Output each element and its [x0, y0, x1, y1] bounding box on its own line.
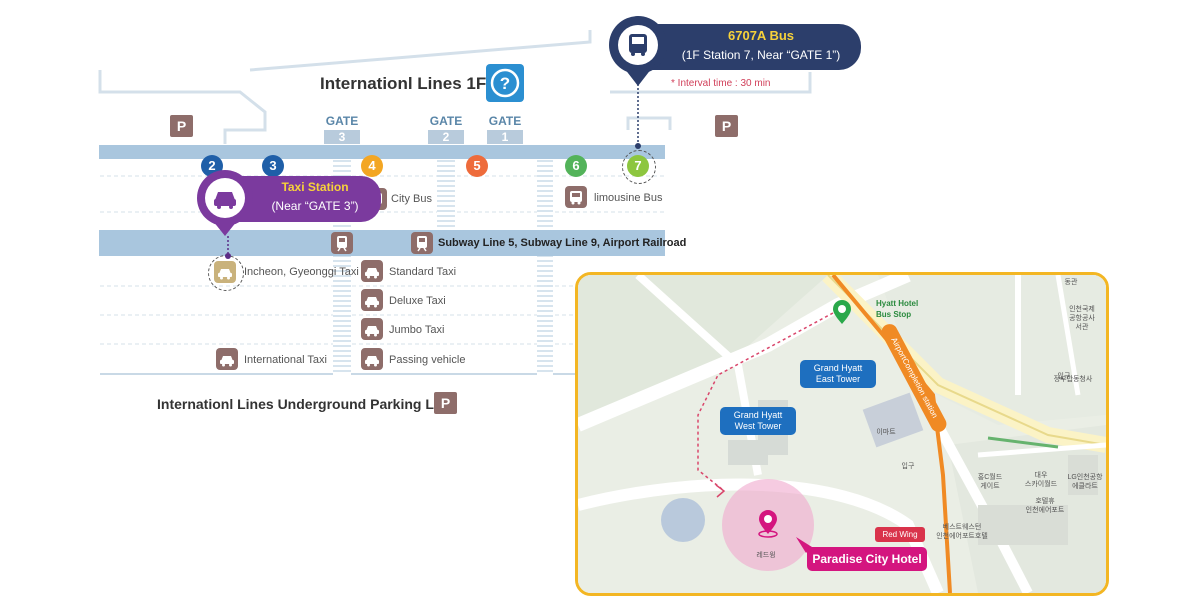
question-icon[interactable]: ?	[486, 64, 524, 102]
bus-interval-note: * Interval time : 30 min	[671, 78, 771, 89]
taxi-icon	[214, 261, 236, 283]
taxi-callout-title: Taxi Station	[281, 180, 349, 194]
entrance-label: 입구	[901, 463, 915, 470]
subway-band	[99, 230, 665, 256]
gate-number: 2	[428, 130, 464, 144]
jumbo-taxi-label: Jumbo Taxi	[389, 324, 445, 336]
grand-hyatt-west-tower-label: Grand Hyatt West Tower	[720, 407, 796, 435]
bus-connector	[635, 80, 641, 149]
taxi-icon	[205, 178, 245, 218]
station-4: 4	[361, 155, 383, 177]
paradise-city-hotel-label: Paradise City Hotel	[807, 547, 927, 571]
station-3: 3	[262, 155, 284, 177]
corridor-gate2	[437, 150, 455, 230]
red-wing-label: Red Wing	[875, 527, 925, 542]
parking-icon-right: P	[715, 115, 738, 137]
hotel-pin-icon[interactable]	[756, 510, 780, 538]
gate-number: 1	[487, 130, 523, 144]
world-gate-label: 홍C월드 게이트	[977, 474, 1003, 490]
gate-label: GATE	[325, 114, 359, 128]
bus-stop-label-line1: Hyatt Hotel	[876, 299, 919, 308]
train-icon	[331, 232, 353, 254]
standard-taxi-icon	[361, 260, 383, 282]
gate-3: GATE 3	[324, 114, 360, 144]
taxi-callout: Taxi Station (Near “GATE 3”)	[197, 170, 383, 242]
subway-label: Subway Line 5, Subway Line 9, Airport Ra…	[438, 237, 687, 249]
airport-corp-label: 인천국제 공항공사 서관	[1069, 306, 1095, 331]
deluxe-taxi-icon	[361, 289, 383, 311]
sky-world-label: 대우 스카이월드	[1024, 472, 1058, 488]
bus-callout-banner	[649, 24, 861, 70]
bus-stop-pin-icon[interactable]	[831, 300, 853, 326]
bus-callout-pin-tip	[621, 64, 655, 86]
standard-taxi-label: Standard Taxi	[389, 266, 457, 278]
floor-plan: Internationl Lines 1F ? P P GATE 3 GATE …	[98, 30, 812, 414]
gate-2: GATE 2	[428, 114, 464, 144]
parking-icon-underground: P	[434, 392, 457, 414]
taxi-callout-banner	[231, 176, 381, 222]
corridor-gate1	[537, 150, 553, 375]
jumbo-taxi-icon	[361, 318, 383, 340]
gate-1: GATE 1	[487, 114, 523, 144]
passing-vehicle-label: Passing vehicle	[389, 354, 466, 366]
bus-stop-label-line2: Bus Stop	[876, 310, 912, 319]
best-western-label: 베스트웨스턴 인천에어포트호텔	[936, 524, 988, 540]
gate-number: 3	[324, 130, 360, 144]
station-5: 5	[466, 155, 488, 177]
area-map[interactable]: Hyatt Hotel Bus Stop AirportCompletion s…	[575, 272, 1109, 596]
passing-vehicle-icon	[361, 348, 383, 370]
bus-icon	[618, 25, 658, 65]
bus-callout: 6707A Bus (1F Station 7, Near “GATE 1”) …	[609, 16, 869, 96]
station-7: 7	[627, 155, 649, 177]
deluxe-taxi-label: Deluxe Taxi	[389, 295, 446, 307]
station-6: 6	[565, 155, 587, 177]
redwing-korean-label: 레드윙	[756, 552, 776, 559]
incheon-taxi-label: Incheon, Gyeonggi Taxi	[244, 266, 359, 278]
east-wing-label: 동관	[1064, 279, 1078, 286]
bus-callout-subtitle: (1F Station 7, Near “GATE 1”)	[681, 48, 841, 62]
grand-hyatt-east-tower-label: Grand Hyatt East Tower	[800, 360, 876, 388]
entrance-label-2: 입구	[1057, 373, 1071, 380]
international-taxi-icon	[216, 348, 238, 370]
parking-icon-left: P	[170, 115, 193, 137]
gov-complex-label: 정부합동청사	[1053, 376, 1093, 383]
emart-label: 이마트	[876, 429, 896, 436]
bus-stop-label: Hyatt Hotel Bus Stop	[876, 298, 918, 320]
international-taxi-label: International Taxi	[244, 354, 327, 366]
station-7-highlight	[622, 150, 656, 184]
limousine-bus-label: limousine Bus	[594, 192, 663, 204]
train-icon	[411, 232, 433, 254]
lg-label: LG인천공항 에클라트	[1067, 474, 1103, 490]
bus-callout-title: 6707A Bus	[728, 28, 794, 43]
gate-label: GATE	[429, 114, 463, 128]
limousine-bus-icon	[565, 186, 587, 208]
terminal-outline	[98, 30, 812, 375]
underground-parking-title: Internationl Lines Underground Parking L…	[157, 396, 448, 412]
city-bus-label: City Bus	[391, 193, 432, 205]
floor-title: Internationl Lines 1F	[320, 74, 487, 93]
taxi-callout-subtitle: (Near “GATE 3”)	[271, 199, 359, 213]
svg-text:?: ?	[500, 74, 510, 93]
taxi-callout-pin-tip	[209, 216, 241, 236]
curb-band-top	[99, 145, 665, 159]
gate-label: GATE	[488, 114, 522, 128]
taxi-connector	[225, 236, 231, 259]
hotel-hue-label: 호텔휴 인천에어포트	[1025, 498, 1065, 514]
